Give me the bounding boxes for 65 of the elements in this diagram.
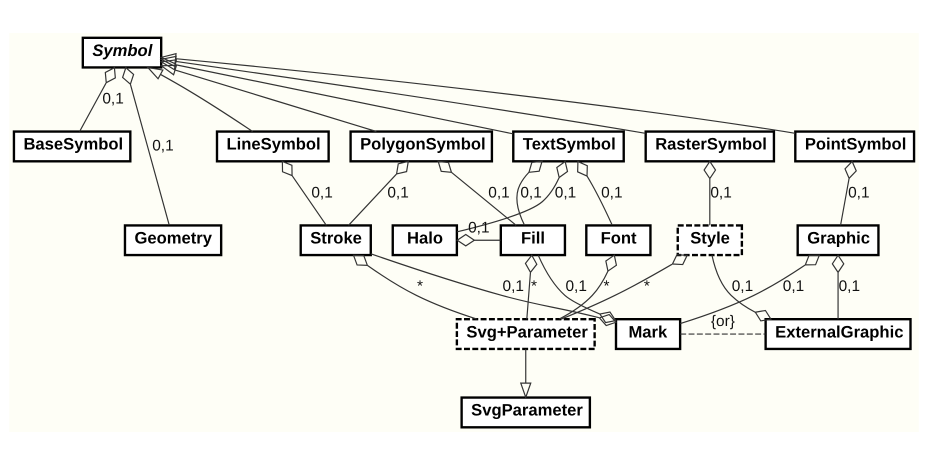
node-box: TextSymbol <box>512 130 624 162</box>
edge-label: * <box>416 278 423 295</box>
node-box: ExternalGraphic <box>764 318 912 350</box>
connector <box>370 252 616 326</box>
edge-label: 0,1 <box>731 278 753 295</box>
node-box: PolygonSymbol <box>348 130 493 162</box>
connector <box>436 160 516 226</box>
connector <box>680 254 820 324</box>
connector <box>121 66 170 225</box>
edge-label: * <box>643 278 650 295</box>
connector <box>560 254 688 320</box>
node-box: Font <box>584 224 652 256</box>
connector <box>537 254 616 323</box>
node-box: Fill <box>499 224 566 256</box>
connector <box>524 254 538 319</box>
node-box: Symbol <box>81 36 162 68</box>
connector <box>516 160 542 225</box>
edge-label: 0,1 <box>386 184 408 201</box>
edge-label: 0,1 <box>564 278 586 295</box>
connector <box>78 66 116 132</box>
edge-label: 0,1 <box>600 184 622 201</box>
connector <box>456 160 568 232</box>
edge-label: {or} <box>710 312 734 330</box>
arrow <box>146 66 252 132</box>
edge-label: 0,1 <box>838 278 860 295</box>
arrow <box>159 58 513 134</box>
edge-label: 0,1 <box>710 184 732 201</box>
node-box: Stroke <box>299 224 372 256</box>
connector <box>839 160 856 225</box>
node-box: RasterSymbol <box>644 130 775 162</box>
connector <box>680 332 765 334</box>
node-box: PointSymbol <box>794 130 915 162</box>
edge-label: 0,1 <box>554 184 576 201</box>
connector <box>710 254 772 322</box>
node-box: Svg+Parameter <box>455 318 596 350</box>
arrow <box>159 64 376 132</box>
node-box: LineSymbol <box>215 130 330 162</box>
arrow <box>159 52 795 134</box>
edge-label: 0,1 <box>488 184 510 201</box>
node-box: SvgParameter <box>460 396 591 428</box>
connector <box>702 160 716 225</box>
node-box: Graphic <box>796 224 880 256</box>
edge-label: 0,1 <box>502 278 524 295</box>
node-box: Geometry <box>123 224 222 256</box>
edge-label: 0,1 <box>310 184 332 201</box>
edge-label: 0,1 <box>848 184 870 201</box>
connector <box>348 160 408 226</box>
node-box: BaseSymbol <box>12 130 131 162</box>
node-box: Style <box>676 224 743 256</box>
connector <box>352 254 476 320</box>
connector <box>831 254 844 319</box>
edge-label: * <box>530 278 537 295</box>
edge-label: 0,1 <box>782 278 804 295</box>
connector <box>576 160 612 225</box>
arrow <box>159 55 645 134</box>
connector <box>456 233 500 246</box>
edge-label: * <box>602 278 610 295</box>
arrow <box>519 348 532 399</box>
connector <box>281 160 326 226</box>
edge-label: 0,1 <box>152 136 174 154</box>
edge-label: 0,1 <box>102 90 124 108</box>
node-box: Mark <box>614 318 681 350</box>
connector <box>558 254 617 320</box>
node-box: Halo <box>391 224 458 256</box>
edge-label: 0,1 <box>520 184 542 201</box>
